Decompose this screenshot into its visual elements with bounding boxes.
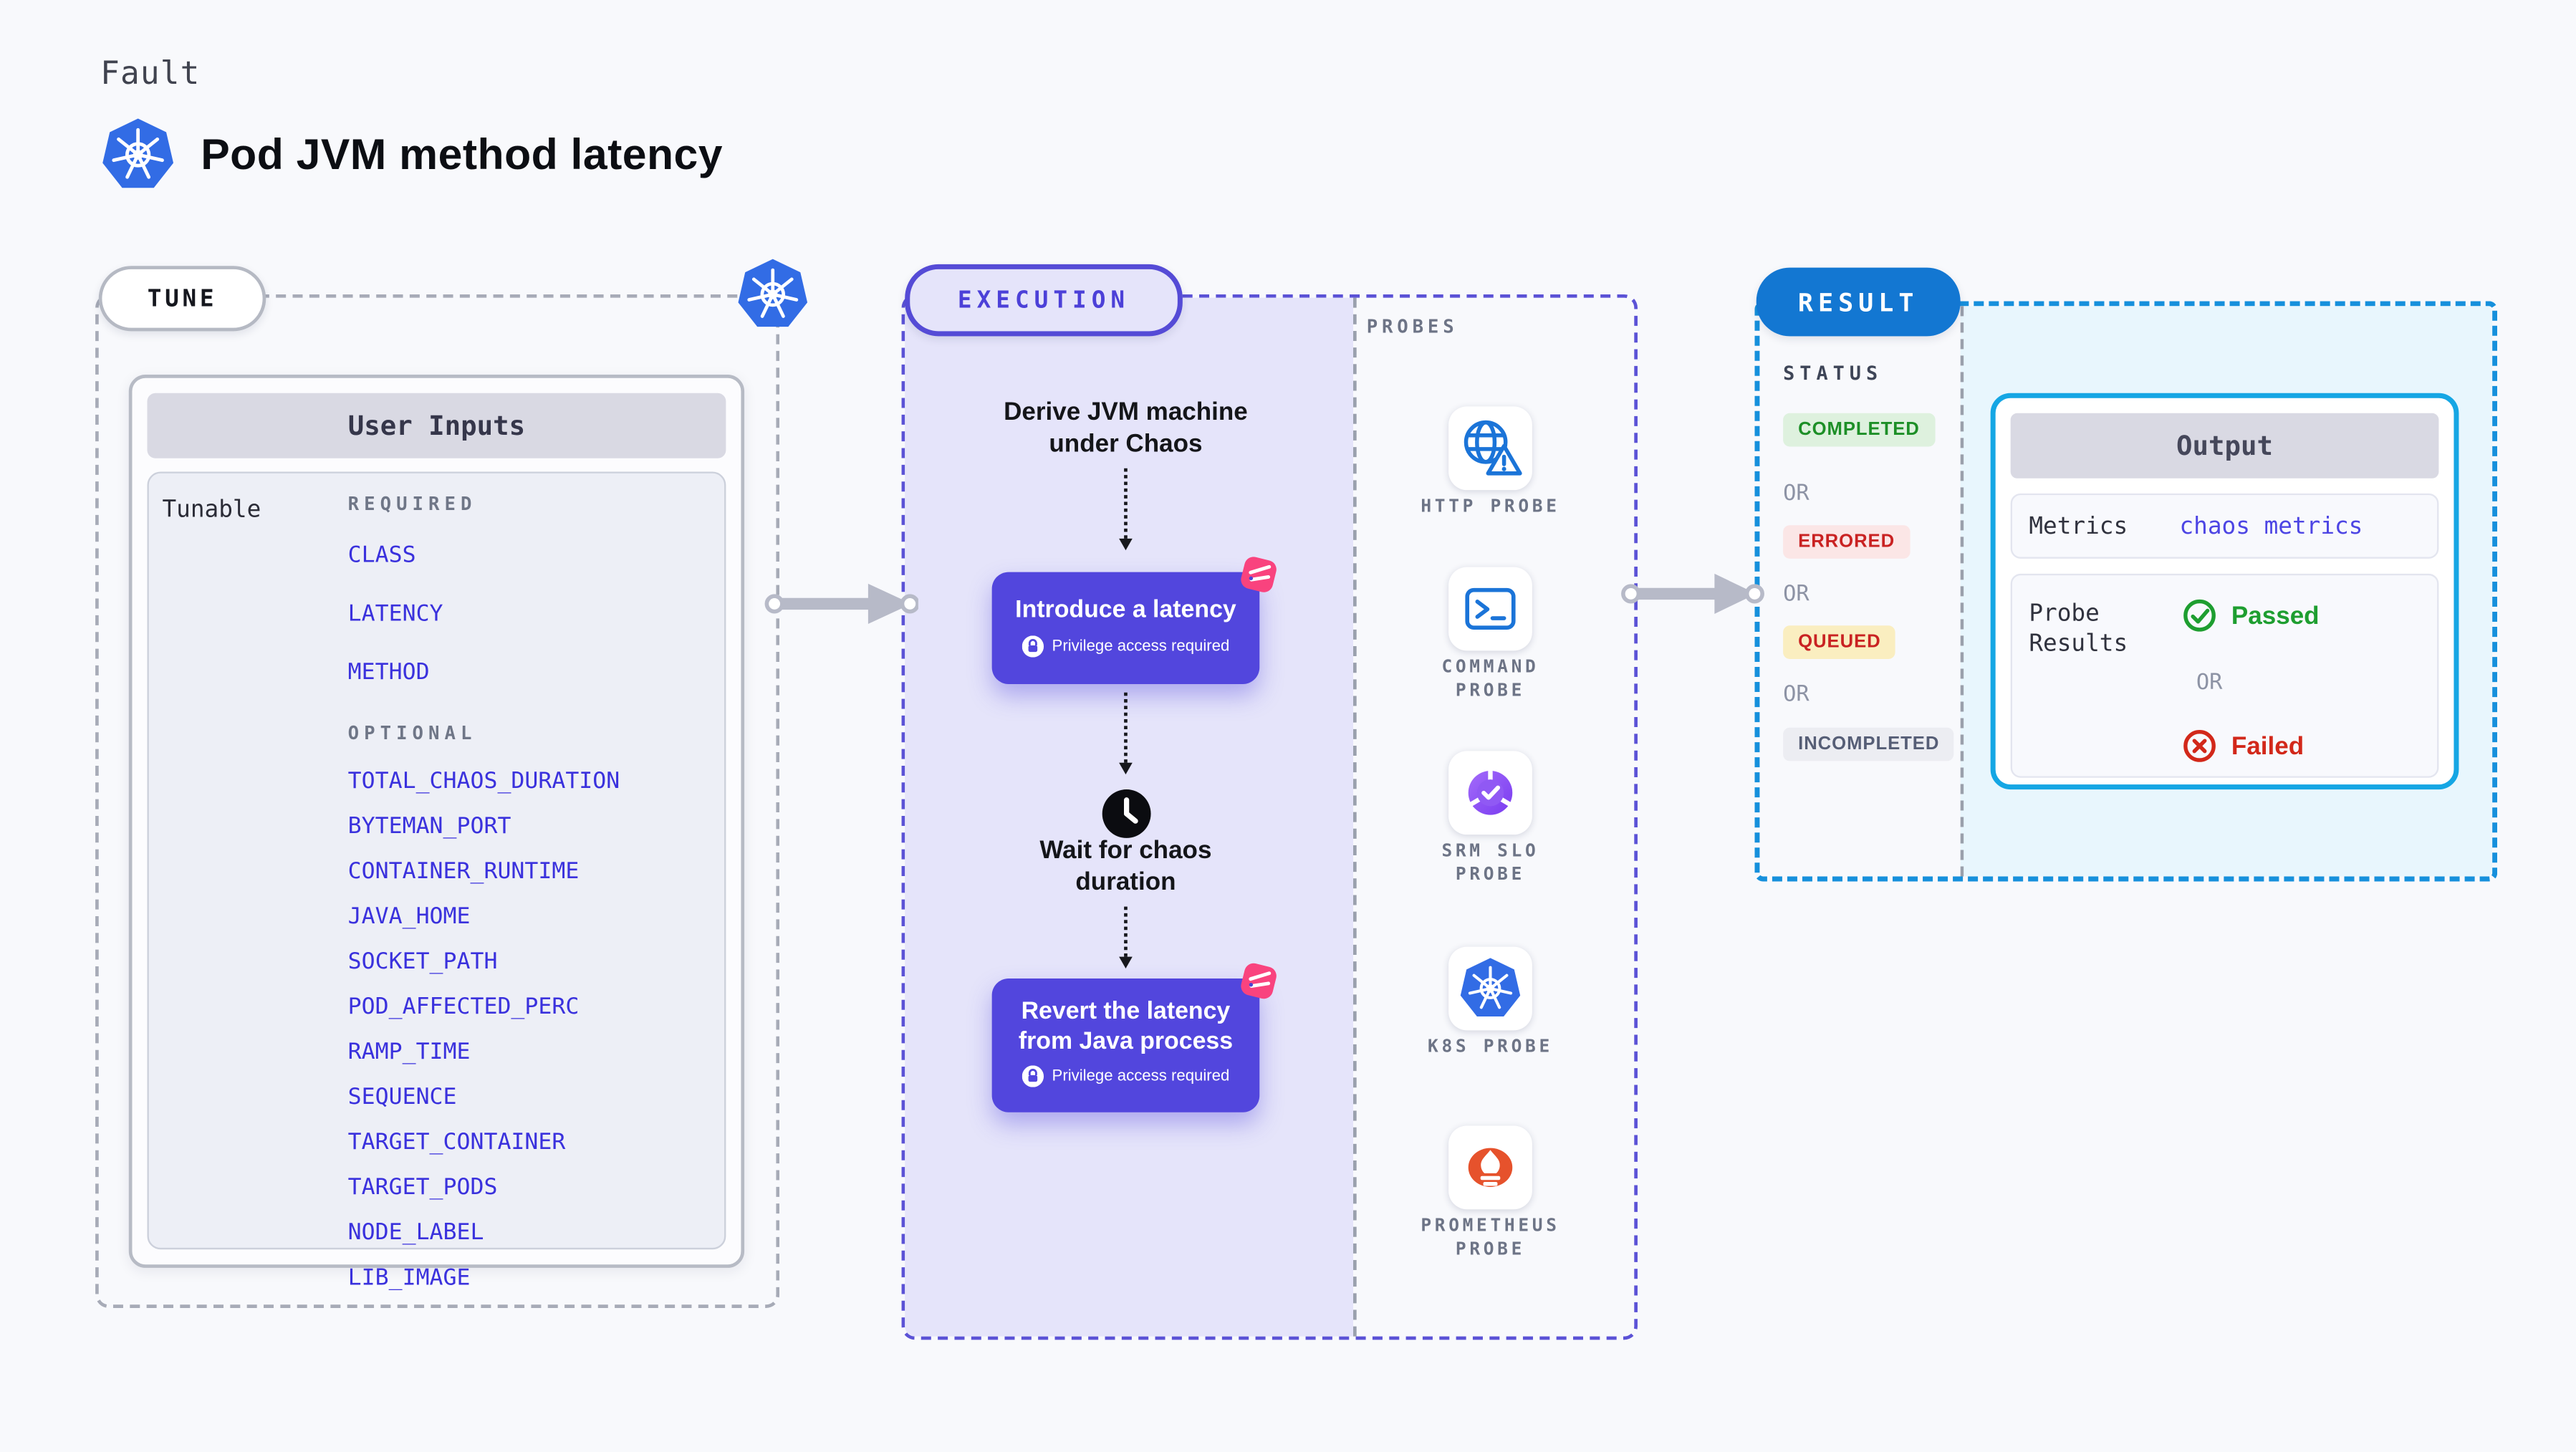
clock-icon (1100, 788, 1152, 840)
flow-arrow-icon (1621, 573, 1764, 614)
param-link[interactable]: SEQUENCE (347, 1084, 457, 1111)
page-title: Pod JVM method latency (201, 128, 724, 179)
param-link[interactable]: LIB_IMAGE (347, 1264, 471, 1292)
param-link[interactable]: LATENCY (347, 600, 443, 628)
step-derive-text: Derive JVM machine under Chaos (1004, 398, 1248, 458)
param-link[interactable]: TOTAL_CHAOS_DURATION (347, 767, 620, 795)
probe-results-row: Probe Results Passed OR Failed (2010, 573, 2439, 778)
optional-label: OPTIONAL (347, 722, 477, 745)
check-circle-icon (2181, 597, 2218, 634)
probe-item (1448, 406, 1532, 491)
param-link[interactable]: RAMP_TIME (347, 1039, 471, 1066)
flow-connector (1118, 692, 1132, 775)
prometheus-probe-icon (1457, 1134, 1524, 1201)
param-link[interactable]: TARGET_CONTAINER (347, 1129, 566, 1156)
tunable-label: Tunable (162, 496, 261, 524)
status-label: STATUS (1783, 361, 1883, 385)
user-inputs-card: User Inputs Tunable REQUIRED CLASS LATEN… (128, 375, 745, 1292)
user-inputs-header: User Inputs (147, 393, 726, 458)
status-badge-completed: COMPLETED (1783, 413, 1935, 447)
param-link[interactable]: JAVA_HOME (347, 903, 471, 931)
probe-label: SRM SLO PROBE (1441, 841, 1539, 885)
result-badge: RESULT (1756, 267, 1961, 337)
output-header: Output (2010, 413, 2439, 479)
chaos-icon (1236, 552, 1282, 597)
param-link[interactable]: METHOD (347, 658, 430, 686)
lock-icon (1022, 1065, 1044, 1087)
output-panel: Output Metrics chaos metrics Probe Resul… (1990, 393, 2459, 790)
revert-latency-node: Revert the latency from Java process Pri… (991, 979, 1260, 1112)
required-label: REQUIRED (347, 493, 477, 516)
http-probe-icon (1457, 415, 1524, 481)
parameter-list: REQUIRED CLASS LATENCY METHOD OPTIONAL T… (348, 494, 620, 1309)
param-link[interactable]: BYTEMAN_PORT (347, 812, 511, 840)
or-label: OR (1783, 582, 1810, 607)
metrics-value: chaos metrics (2179, 512, 2363, 540)
failed-verdict: Failed (2181, 728, 2304, 764)
tune-badge: TUNE (98, 266, 266, 332)
introduce-latency-node: Introduce a latency Privilege access req… (991, 572, 1260, 685)
title-row: Pod JVM method latency (100, 117, 723, 192)
flow-arrow-icon (764, 583, 918, 624)
privilege-note: Privilege access required (992, 1065, 1260, 1087)
probe-results-label: Probe Results (2029, 600, 2128, 658)
privilege-note: Privilege access required (992, 635, 1260, 657)
probe-label: HTTP PROBE (1421, 496, 1560, 517)
or-label: OR (2196, 670, 2223, 696)
probe-item (1448, 567, 1532, 651)
param-link[interactable]: CLASS (347, 542, 416, 569)
param-link[interactable]: POD_AFFECTED_PERC (347, 993, 580, 1021)
tune-zone-box (95, 294, 780, 1308)
node-title: Revert the latency from Java process (1018, 998, 1234, 1056)
node-title: Introduce a latency (1015, 597, 1236, 624)
status-badge-queued: QUEUED (1783, 625, 1896, 659)
execution-badge: EXECUTION (905, 264, 1183, 337)
kubernetes-icon (100, 117, 176, 192)
lock-icon (1022, 635, 1044, 657)
metrics-row: Metrics chaos metrics (2010, 493, 2439, 559)
fault-eyebrow: Fault (100, 55, 201, 92)
probe-label: PROMETHEUS PROBE (1421, 1216, 1560, 1260)
probe-label: K8S PROBE (1428, 1037, 1553, 1057)
probe-label: COMMAND PROBE (1441, 657, 1539, 701)
param-link[interactable]: SOCKET_PATH (347, 948, 498, 976)
param-link[interactable]: TARGET_PODS (347, 1174, 498, 1201)
probes-label: PROBES (1366, 316, 1458, 338)
passed-text: Passed (2231, 601, 2320, 630)
step-wait-text: Wait for chaos duration (1039, 836, 1212, 897)
or-label: OR (1783, 682, 1810, 708)
x-circle-icon (2181, 728, 2218, 764)
metrics-label: Metrics (2029, 512, 2128, 540)
or-label: OR (1783, 481, 1810, 507)
privilege-note-text: Privilege access required (1052, 1067, 1230, 1086)
kubernetes-icon (736, 258, 809, 332)
privilege-note-text: Privilege access required (1052, 637, 1230, 656)
srm-slo-probe-icon (1457, 759, 1524, 826)
param-link[interactable]: NODE_LABEL (347, 1219, 484, 1246)
flow-connector (1118, 468, 1132, 551)
probe-item (1448, 751, 1532, 835)
probe-item (1448, 1125, 1532, 1210)
user-inputs-body: Tunable REQUIRED CLASS LATENCY METHOD OP… (147, 471, 726, 1292)
chaos-icon (1236, 958, 1282, 1004)
command-probe-icon (1458, 577, 1522, 641)
k8s-probe-icon (1458, 957, 1522, 1021)
status-badge-incompleted: INCOMPLETED (1783, 727, 1955, 761)
param-link[interactable]: CONTAINER_RUNTIME (347, 857, 580, 885)
flow-connector (1118, 906, 1132, 968)
probes-divider (1353, 297, 1357, 1337)
status-badge-errored: ERRORED (1783, 525, 1911, 559)
probe-item (1448, 946, 1532, 1031)
failed-text: Failed (2231, 731, 2305, 761)
passed-verdict: Passed (2181, 597, 2320, 634)
